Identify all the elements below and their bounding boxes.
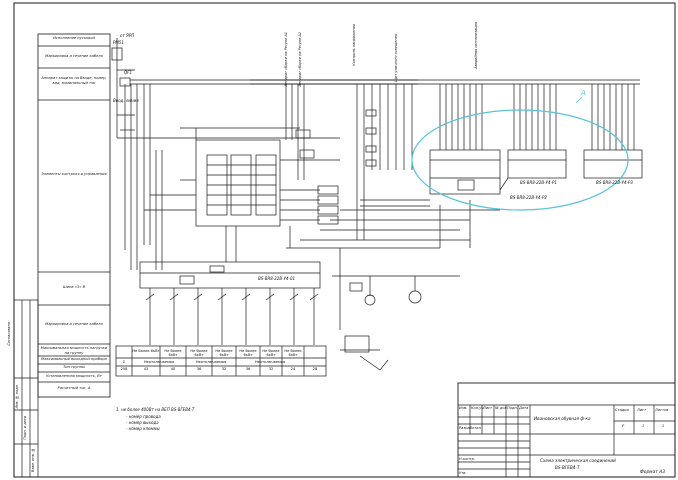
left-col-label: Маркировка и сечение кабеля <box>45 322 103 326</box>
left-col-label: Установленная мощность, Вт <box>46 374 102 378</box>
breaker-row <box>145 288 319 345</box>
tb-col: Лист <box>483 406 493 410</box>
top-right-vertical-wires <box>439 84 635 150</box>
table-cell: 24 <box>290 367 296 371</box>
table-cell: 36 <box>196 367 202 371</box>
module-label: BS-BR8-22В-У4-Р2 <box>510 195 547 200</box>
left-col-label: Шина «3» В <box>62 285 86 289</box>
left-col-label: Тип группы <box>63 365 85 369</box>
drawing-title: Схема электрическая соединений <box>540 458 616 463</box>
sheet-header: Лист <box>637 408 647 412</box>
vertical-label: Аппарат сборки на Регуле А1 <box>284 32 288 87</box>
table-cell: Σ <box>122 360 126 364</box>
tb-row: Разработал <box>459 426 481 430</box>
tb-col: Дата <box>519 406 529 410</box>
module-label: BS-BR8-22В-У4-Р1 <box>520 180 557 185</box>
relay-module-3 <box>583 149 643 179</box>
table-cell: 36 <box>245 367 251 371</box>
vertical-label: Контроль напряжения <box>352 24 356 66</box>
table-cell: Не более 6кВт <box>164 349 182 357</box>
note-line: - номер провода <box>126 414 161 419</box>
input-label: Ввод. линия <box>113 98 139 103</box>
format-label: Формат А3 <box>640 470 666 475</box>
tb-row: Н.контр. <box>459 457 476 461</box>
stamp-label: Подп. и дата <box>23 416 27 440</box>
tb-col: Подп. <box>507 406 518 410</box>
title-block <box>457 382 676 478</box>
vertical-label: Аварийная сигнализация <box>474 22 478 69</box>
load-table <box>115 345 327 377</box>
tb-col: Кол.уч <box>471 406 484 410</box>
highlight-ellipse <box>411 109 629 211</box>
relay-module-2 <box>507 149 567 179</box>
table-cell: Не более 6кВт <box>239 349 257 357</box>
module-label: BS-BR8-22В-У4-Р3 <box>596 180 633 185</box>
table-cell: Не более 6кВт <box>262 349 280 357</box>
sheet-frame <box>13 2 676 478</box>
module-label: BS-BR8-22В-У4-01 <box>258 276 296 281</box>
table-cell: Не более 6кВт <box>132 349 160 353</box>
stage-header: Стадия <box>615 408 629 412</box>
stamp-label: Инв. № подл. <box>15 384 19 409</box>
stage-value: Р <box>622 424 625 428</box>
tb-col: Изм. <box>459 406 468 410</box>
input-label: от ЯРП <box>120 33 135 38</box>
left-info-column <box>37 33 111 398</box>
sheet-value: 1 <box>642 424 645 428</box>
table-cell: 32 <box>268 367 274 371</box>
left-col-label: Максимальный выходной прибора <box>41 357 107 361</box>
vertical-label: Аппарат сборки на Регуле А2 <box>298 32 302 87</box>
note-line: 1. не более 400Вт на ВЕП BS-ВГЕВ4-Т <box>116 407 195 412</box>
lower-module <box>139 261 321 289</box>
left-col-label: Элементы контроля и управления <box>41 172 107 176</box>
stamp-label: Согласовано <box>7 322 11 346</box>
table-cell: 40 <box>170 367 176 371</box>
table-cell: 28 <box>312 367 318 371</box>
stamp-label: Взам. инв. № <box>31 448 35 473</box>
tb-col: № док <box>495 406 507 410</box>
table-cell: 32 <box>221 367 227 371</box>
table-cell: Не более 6кВт <box>284 349 302 357</box>
left-col-label: Максимальная мощность нагрузки на группу <box>40 346 108 355</box>
table-cell: Неотключаемая <box>195 360 227 364</box>
tb-row: Утв. <box>459 471 467 475</box>
left-col-label: Расчетный ток, А <box>57 386 91 390</box>
table-cell: Не более 6кВт <box>190 349 208 357</box>
note-line: - номер клеммы <box>126 426 160 431</box>
company-name: Ивановская обувная ф-ка <box>534 416 591 421</box>
drawing-subtitle: BS-ВГЕВ4-Т <box>555 465 580 470</box>
left-col-label: Маркировка и сечение кабеля <box>45 54 103 58</box>
highlight-label: A <box>581 89 586 97</box>
note-line: - номер выхода <box>126 420 159 425</box>
table-cell: 258 <box>120 367 128 371</box>
left-col-label: Исполнение пусковой <box>53 36 95 40</box>
table-cell: Не более 6кВт <box>215 349 233 357</box>
table-cell: Неотключаемая <box>254 360 286 364</box>
input-label: QF1 <box>124 70 132 75</box>
vertical-label: Щит уличного освещения <box>394 34 398 82</box>
input-label: PM51 <box>113 40 124 45</box>
left-col-label: Аппарат защиты на Вводе, номер, вид, ном… <box>41 76 107 85</box>
relay-module-1 <box>429 149 501 195</box>
table-cell: Неотключаемая <box>143 360 175 364</box>
sheets-value: 1 <box>662 424 665 428</box>
sheets-header: Листов <box>655 408 669 412</box>
table-cell: 43 <box>143 367 149 371</box>
